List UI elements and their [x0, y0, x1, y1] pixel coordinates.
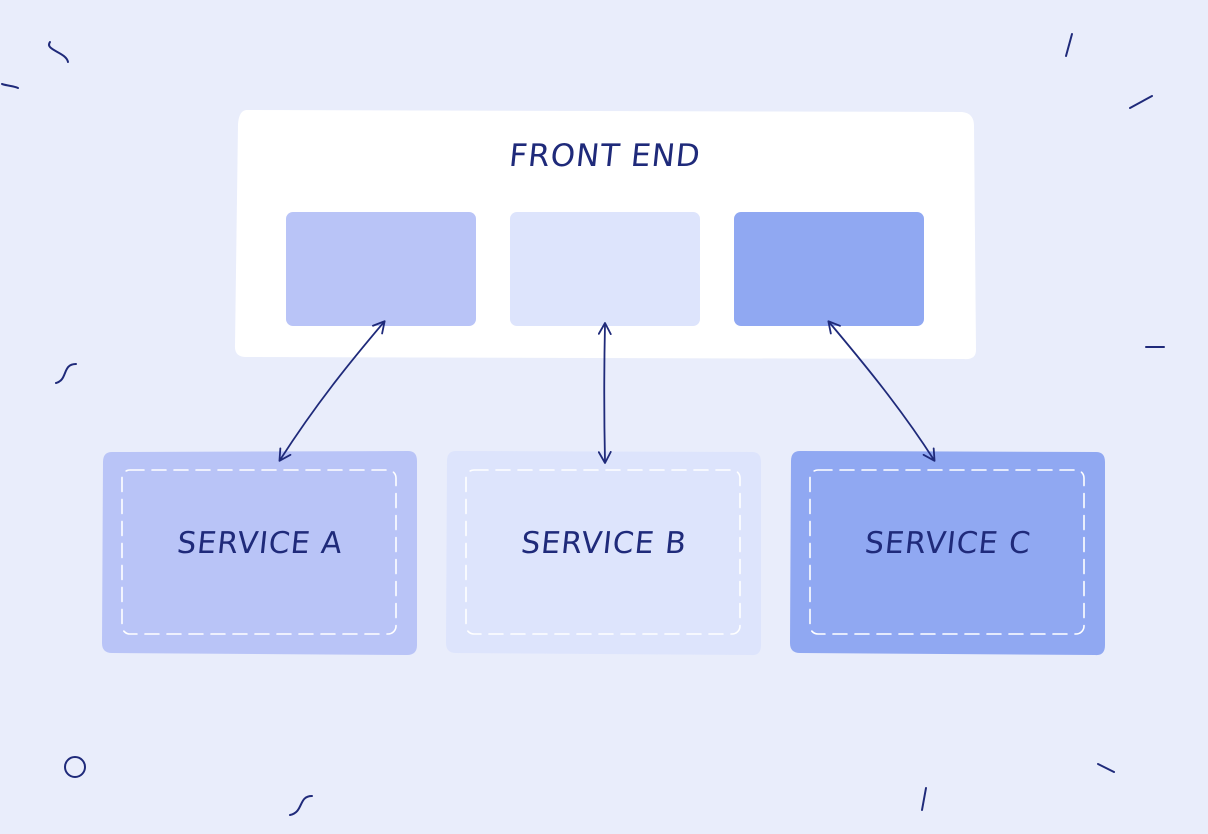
decorative-doodles — [1, 33, 1165, 816]
connector-b — [597, 322, 612, 464]
squiggle-doodle-bottom — [289, 795, 313, 816]
line-doodle-top-right — [1065, 33, 1073, 57]
squiggle-doodle-top-left — [47, 41, 69, 63]
line-doodle-bottom-right-2 — [1097, 763, 1115, 773]
service-a-box — [102, 451, 417, 655]
frontend-component-a — [286, 212, 476, 326]
service-a-dashed-border — [121, 469, 397, 635]
service-c-box — [790, 451, 1105, 656]
frontend-label: FRONT END — [507, 138, 703, 174]
connector-c — [827, 320, 936, 462]
service-c-label: SERVICE C — [863, 526, 1033, 561]
service-b-dashed-border — [465, 469, 741, 635]
service-b-box — [446, 451, 761, 656]
service-a-label: SERVICE A — [175, 526, 345, 561]
circle-doodle-bottom-left — [64, 756, 86, 778]
squiggle-doodle-mid-left — [55, 363, 77, 384]
line-doodle-right — [1129, 95, 1153, 109]
line-doodle-bottom-right — [921, 787, 927, 811]
connector-a — [278, 320, 386, 462]
frontend-component-b — [510, 212, 700, 326]
squiggle-doodle-left-edge — [1, 83, 19, 89]
service-c-dashed-border — [809, 469, 1085, 635]
frontend-component-c — [734, 212, 924, 326]
service-b-label: SERVICE B — [519, 526, 689, 561]
